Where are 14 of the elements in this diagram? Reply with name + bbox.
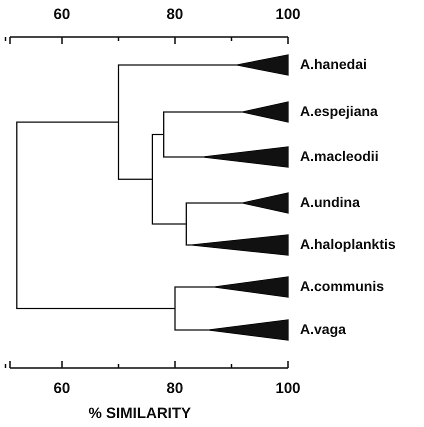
- tick-label: 100: [276, 6, 301, 23]
- taxon-label: A.undina: [300, 194, 360, 210]
- tick-label: 60: [54, 380, 70, 397]
- tick-label: 80: [166, 6, 184, 23]
- taxon-label: A.haloplanktis: [300, 236, 396, 252]
- axis-title: % SIMILARITY: [88, 405, 192, 422]
- tick-label: 80: [166, 380, 184, 397]
- taxon-label: A.communis: [300, 278, 384, 294]
- taxon-label: A.espejiana: [300, 103, 378, 119]
- taxon-label: A.hanedai: [300, 56, 367, 72]
- taxon-label: A.macleodii: [300, 148, 379, 164]
- tick-label: 60: [54, 6, 70, 23]
- tick-label: 100: [276, 380, 301, 397]
- taxon-label: A.vaga: [300, 321, 346, 337]
